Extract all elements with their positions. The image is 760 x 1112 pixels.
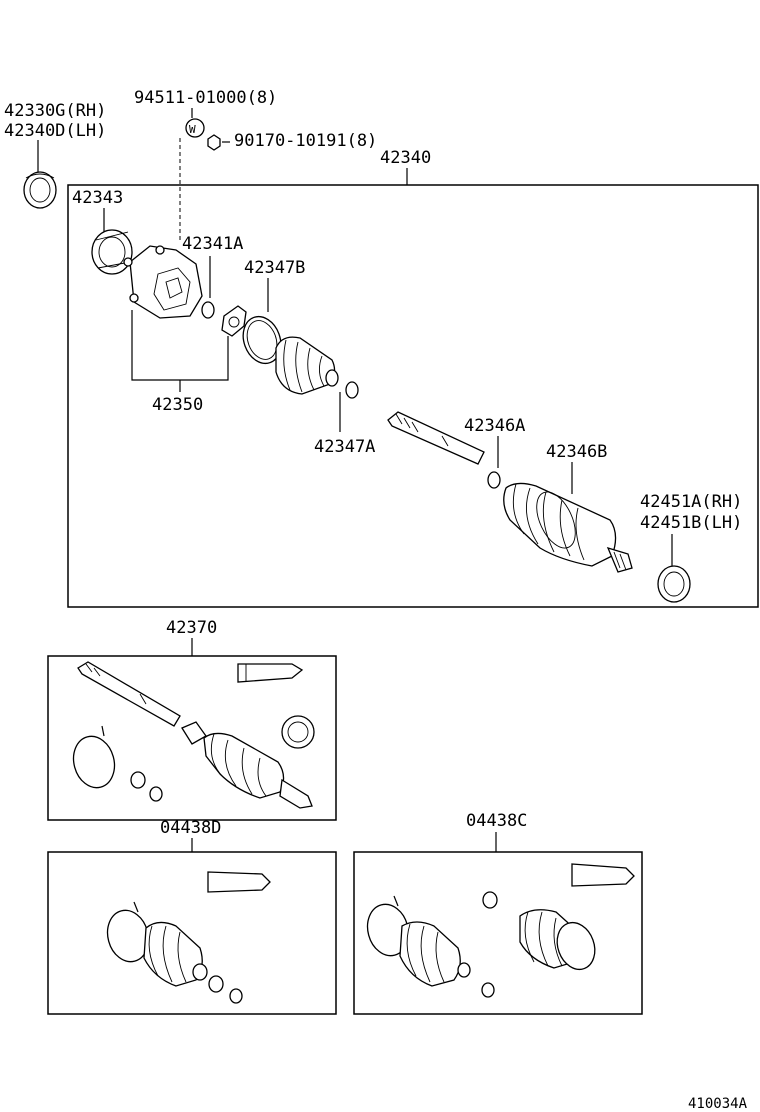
label-42370: 42370 xyxy=(166,618,217,638)
grease-tube-d-icon xyxy=(207,871,271,893)
diagram-id: 410034A xyxy=(688,1096,748,1112)
label-42451b-lh: 42451B(LH) xyxy=(640,513,742,533)
label-42451a-rh: 42451A(RH) xyxy=(640,492,742,512)
label-42341a: 42341A xyxy=(182,234,243,254)
dust-cover-icon xyxy=(91,229,133,275)
washer-icon: W xyxy=(185,118,205,138)
grease-tube-c-icon xyxy=(571,863,635,887)
label-42346a: 42346A xyxy=(464,416,525,436)
assembly-42340-box xyxy=(67,184,759,608)
abs-ring-icon xyxy=(657,565,691,603)
small-clamps-icon xyxy=(130,771,163,802)
boot-clamp-small-icon xyxy=(345,381,359,399)
kit-04438d-box xyxy=(47,851,337,1015)
label-42340d-lh: 42340D(LH) xyxy=(4,121,106,141)
nut-icon xyxy=(207,134,230,151)
label-42330g-rh: 42330G(RH) xyxy=(4,101,106,121)
label-90170-10191: 90170-10191(8) xyxy=(234,131,377,151)
oil-seal-icon xyxy=(23,171,57,209)
tripod-joint-icon xyxy=(221,305,247,337)
label-42347a: 42347A xyxy=(314,437,375,457)
kit-04438c-box xyxy=(353,851,643,1015)
shaft-clip-icon xyxy=(487,471,501,489)
washer-mark: W xyxy=(189,123,196,136)
grease-tube-icon xyxy=(237,663,304,683)
joint-housing-icon xyxy=(123,245,203,319)
boot-clamp-large-icon xyxy=(242,315,282,365)
label-42347b: 42347B xyxy=(244,258,305,278)
snap-ring-icon xyxy=(201,301,215,319)
outer-cv-joint-icon xyxy=(503,482,633,573)
boot-kit-c-icon xyxy=(366,891,596,998)
label-42346b: 42346B xyxy=(546,442,607,462)
label-42340: 42340 xyxy=(380,148,431,168)
label-42350: 42350 xyxy=(152,395,203,415)
label-04438d: 04438D xyxy=(160,818,221,838)
boot-kit-d-icon xyxy=(106,901,243,1004)
label-42343: 42343 xyxy=(72,188,123,208)
label-94511-01000: 94511-01000(8) xyxy=(134,88,277,108)
dust-seal-icon xyxy=(281,715,315,749)
label-04438c: 04438C xyxy=(466,811,527,831)
inner-boot-icon xyxy=(275,336,339,395)
drive-shaft-icon xyxy=(387,411,485,465)
assembly-42370-box xyxy=(47,655,337,821)
shaft-assembly-icon xyxy=(77,661,313,809)
large-clamp-icon xyxy=(72,725,116,789)
